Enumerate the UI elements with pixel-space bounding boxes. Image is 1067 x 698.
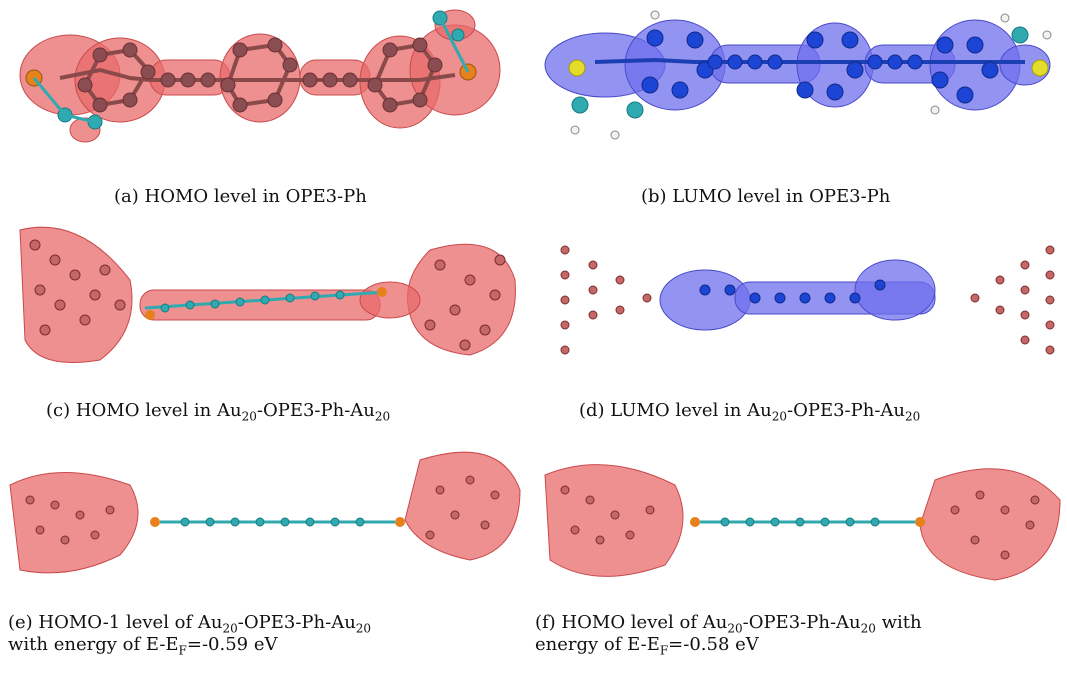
panel-e-figure — [9, 451, 521, 574]
panel-f-figure — [544, 464, 1061, 581]
panel-d-figure — [560, 245, 1055, 355]
panel-c-homo-au20: (c) HOMO level in Au20-OPE3-Ph-Au20 — [0, 220, 530, 423]
panel-b-caption: (b) LUMO level in OPE3-Ph — [641, 186, 891, 207]
panel-f-caption-line2: energy of E-EF=-0.58 eV — [535, 634, 759, 658]
panel-b-lumo-ope3: (b) LUMO level in OPE3-Ph — [535, 0, 1067, 207]
panel-c-figure — [19, 226, 516, 363]
panel-a-caption: (a) HOMO level in OPE3-Ph — [114, 186, 367, 207]
panel-e-homo-minus1-au20: (e) HOMO-1 level of Au20-OPE3-Ph-Au20 wi… — [0, 440, 530, 657]
panel-e-caption-line1: (e) HOMO-1 level of Au20-OPE3-Ph-Au20 — [8, 612, 372, 636]
panel-d-caption: (d) LUMO level in Au20-OPE3-Ph-Au20 — [579, 400, 921, 424]
panel-a-figure — [19, 9, 501, 143]
panel-e-caption-line2: with energy of E-EF=-0.59 eV — [8, 634, 278, 658]
panel-f-homo-au20: (f) HOMO level of Au20-OPE3-Ph-Au20 with… — [535, 440, 1067, 657]
panel-c-caption: (c) HOMO level in Au20-OPE3-Ph-Au20 — [46, 400, 391, 424]
panel-d-lumo-au20: (d) LUMO level in Au20-OPE3-Ph-Au20 — [535, 220, 1067, 423]
panel-a-homo-ope3: (a) HOMO level in OPE3-Ph — [0, 0, 530, 207]
panel-f-caption-line1: (f) HOMO level of Au20-OPE3-Ph-Au20 with — [535, 612, 922, 636]
panel-b-figure — [544, 10, 1052, 140]
